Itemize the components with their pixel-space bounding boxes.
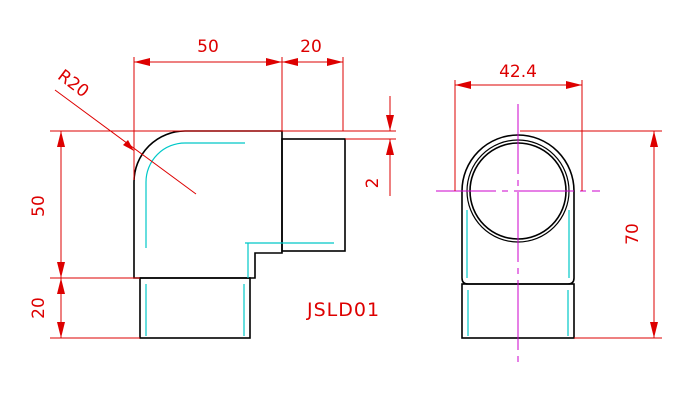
front-view-inner-lines [466,210,570,336]
dim-height: 70 [623,223,643,245]
dim-left-height: 50 [29,195,49,217]
front-view-dimensions [454,80,662,339]
dim-top-width: 50 [197,37,219,57]
dim-wall-gap: 2 [363,178,383,189]
dim-diameter: 42.4 [499,62,537,82]
part-label: JSLD01 [306,299,380,321]
side-view-dimensions [50,57,396,339]
side-view: 50 20 R20 50 20 2 JSLD01 [29,37,396,339]
side-view-arrowheads [57,58,394,338]
dim-left-bottom: 20 [29,297,49,319]
front-view: 42.4 70 [436,62,662,362]
dim-top-stub: 20 [300,37,322,57]
side-view-outline [133,130,346,339]
dim-radius: R20 [54,66,93,102]
front-view-arrowheads [455,81,658,338]
front-view-center-lines [436,104,600,362]
side-view-inner-lines [145,142,334,336]
